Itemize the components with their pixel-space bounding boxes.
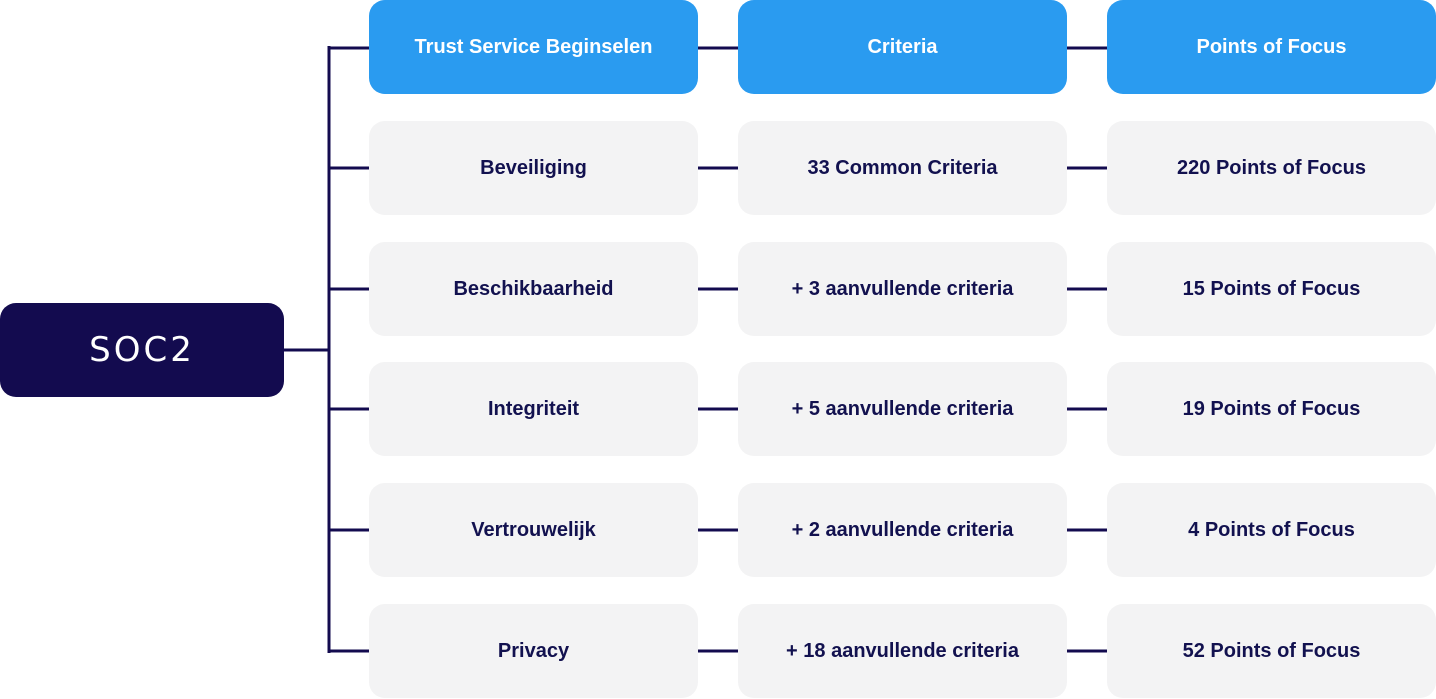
principle-cell: Beveiliging xyxy=(369,121,698,215)
principle-cell: Privacy xyxy=(369,604,698,698)
focus-cell: 19 Points of Focus xyxy=(1107,362,1436,456)
criteria-cell: + 18 aanvullende criteria xyxy=(738,604,1067,698)
focus-cell: 52 Points of Focus xyxy=(1107,604,1436,698)
focus-cell: 4 Points of Focus xyxy=(1107,483,1436,577)
focus-cell: 15 Points of Focus xyxy=(1107,242,1436,336)
principle-cell: Beschikbaarheid xyxy=(369,242,698,336)
header-points-of-focus: Points of Focus xyxy=(1107,0,1436,94)
criteria-cell: + 3 aanvullende criteria xyxy=(738,242,1067,336)
header-criteria: Criteria xyxy=(738,0,1067,94)
criteria-cell: + 5 aanvullende criteria xyxy=(738,362,1067,456)
soc2-root-node: SOC2 xyxy=(0,303,284,397)
criteria-cell: + 2 aanvullende criteria xyxy=(738,483,1067,577)
principle-cell: Vertrouwelijk xyxy=(369,483,698,577)
criteria-cell: 33 Common Criteria xyxy=(738,121,1067,215)
soc2-root-label: SOC2 xyxy=(89,330,195,370)
principle-cell: Integriteit xyxy=(369,362,698,456)
header-trust-service-principles: Trust Service Beginselen xyxy=(369,0,698,94)
focus-cell: 220 Points of Focus xyxy=(1107,121,1436,215)
